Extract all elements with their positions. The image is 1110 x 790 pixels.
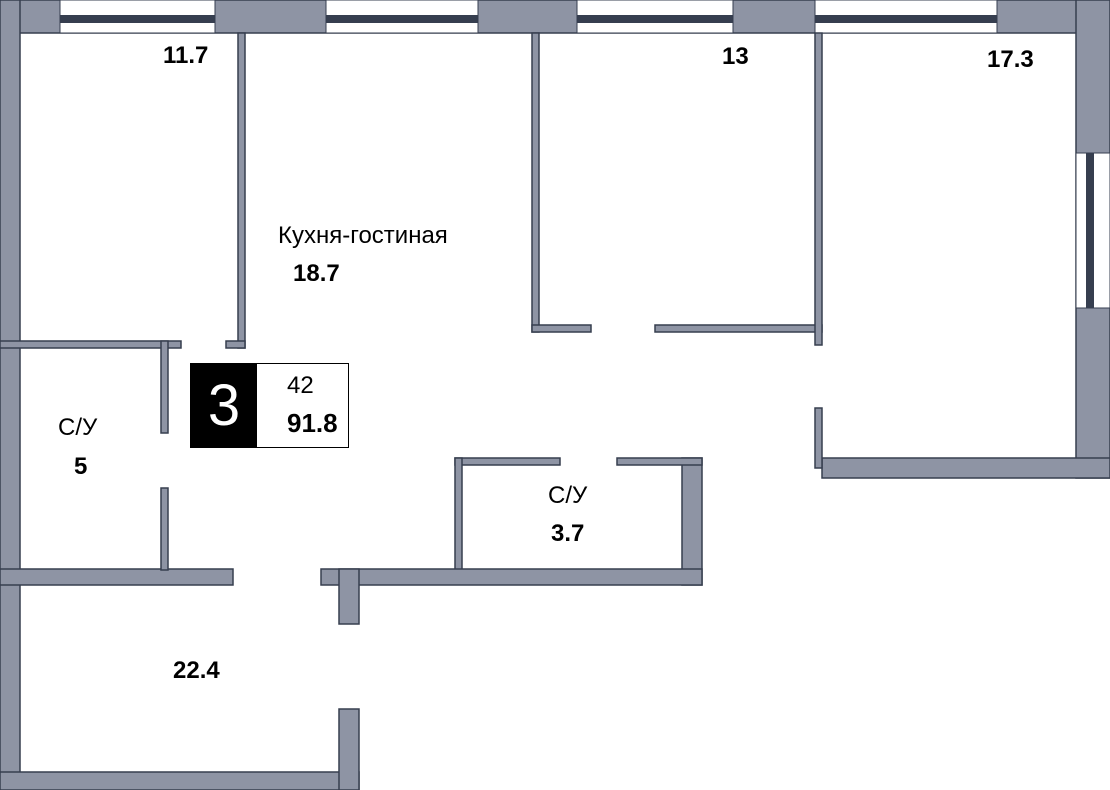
room-name-bathroom-2: С/У [548, 482, 588, 509]
wall [338, 708, 360, 790]
wall [531, 32, 540, 333]
room-area-kitchen-living: 18.7 [293, 260, 340, 287]
wall [338, 568, 360, 625]
wall [320, 568, 703, 586]
room-count: 3 [191, 364, 257, 448]
room-area-bedroom-2: 13 [722, 43, 749, 70]
wall [160, 487, 169, 571]
window-4 [814, 0, 998, 34]
room-name-kitchen-living: Кухня-гостиная [278, 222, 448, 249]
room-area-bedroom-1: 11.7 [163, 42, 209, 69]
wall [237, 32, 246, 349]
total-area: 91.8 [287, 408, 338, 438]
wall [616, 457, 703, 466]
left-wall [0, 0, 21, 790]
wall [0, 340, 182, 349]
room-area-bedroom-3: 17.3 [987, 46, 1034, 73]
window-3 [576, 0, 734, 34]
wall [160, 340, 169, 434]
wall [454, 457, 463, 571]
wall [531, 324, 592, 333]
wall [681, 457, 703, 586]
wall [0, 568, 234, 586]
bottom-wall [0, 771, 360, 790]
room-area-bathroom-1: 5 [74, 453, 88, 480]
apartment-badge: 3 42 91.8 [190, 363, 349, 448]
wall [814, 32, 823, 346]
window-2 [325, 0, 479, 34]
room-area-bathroom-2: 3.7 [551, 520, 585, 547]
unit-number: 42 [287, 372, 314, 399]
window-1 [59, 0, 216, 34]
room-name-bathroom-1: С/У [58, 414, 98, 441]
wall [654, 324, 823, 333]
room-area-bottom-room: 22.4 [173, 657, 220, 684]
window-5 [1075, 152, 1110, 309]
wall [454, 457, 561, 466]
wall [814, 407, 823, 469]
wall [821, 457, 1110, 479]
wall [225, 340, 246, 349]
